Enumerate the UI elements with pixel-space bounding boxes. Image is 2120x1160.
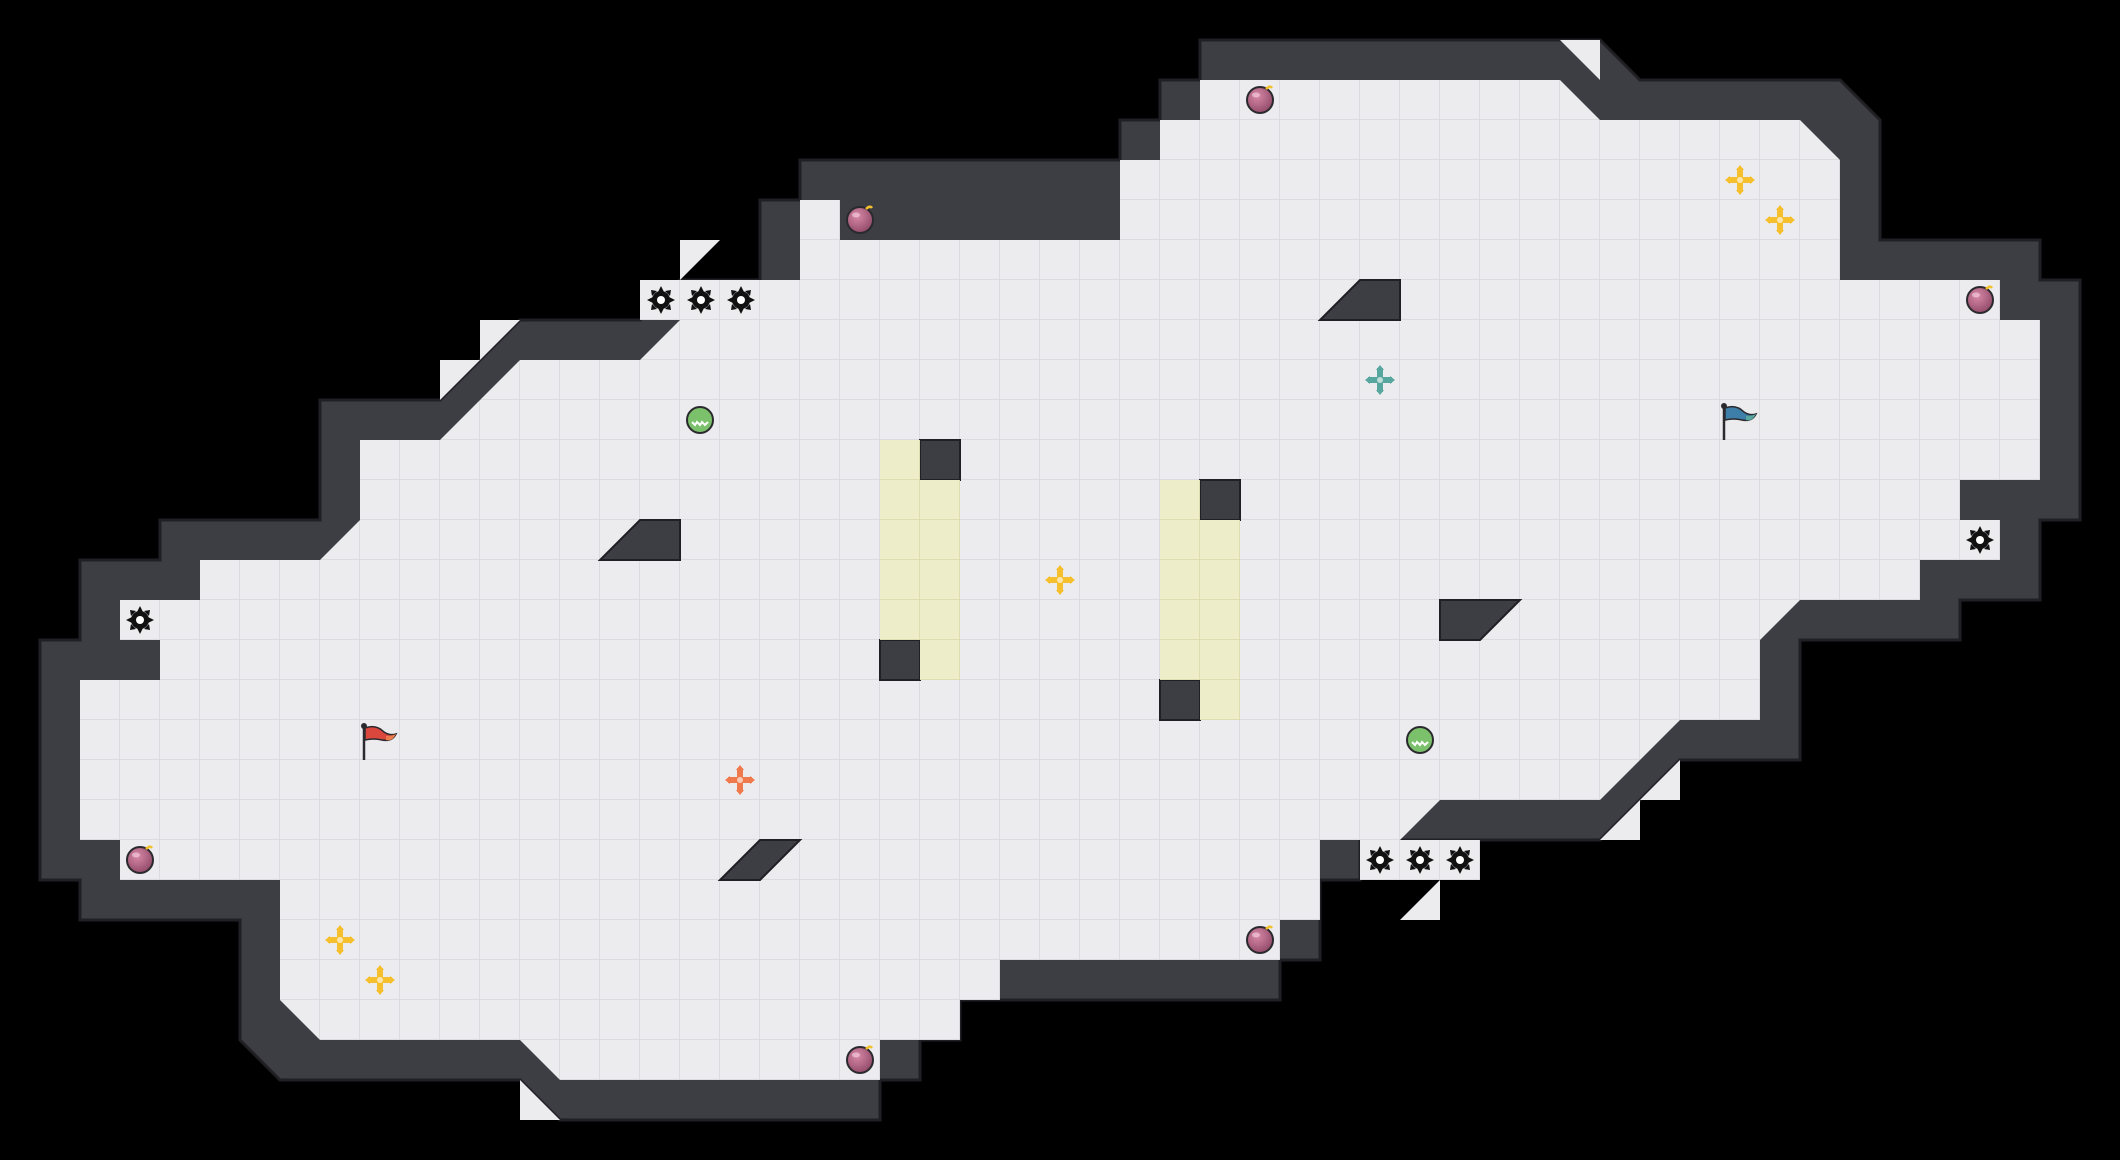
red-flag-icon: [361, 723, 398, 760]
zone-right-a: [1160, 480, 1200, 680]
bomb-icon: [1245, 925, 1275, 955]
spike-icon: [1366, 846, 1394, 874]
neutral-zones: [880, 440, 1240, 720]
bomb-icon: [1965, 285, 1995, 315]
shield-icon: [1406, 726, 1434, 754]
zone-left-b: [920, 480, 960, 680]
bomb-icon: [845, 1045, 875, 1075]
zone-right-b: [1200, 520, 1240, 720]
spike-icon: [727, 286, 755, 314]
bomb-icon: [125, 845, 155, 875]
blue-flag-icon: [1721, 403, 1758, 440]
spike-icon: [126, 606, 154, 634]
bomb-icon: [845, 205, 875, 235]
zone-left-a: [880, 440, 920, 640]
spike-icon: [1406, 846, 1434, 874]
spike-icon: [647, 286, 675, 314]
spike-icon: [1446, 846, 1474, 874]
spike-icon: [1966, 526, 1994, 554]
spike-icon: [687, 286, 715, 314]
shield-icon: [686, 406, 714, 434]
bomb-icon: [1245, 85, 1275, 115]
